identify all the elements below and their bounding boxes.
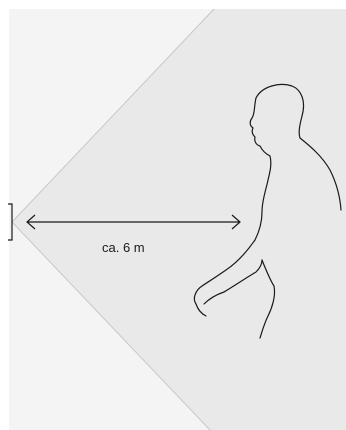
distance-arrow (26, 214, 241, 230)
detection-cone (12, 9, 346, 430)
cone-edge-top (11, 8, 215, 223)
sensor-device-icon (8, 203, 13, 241)
distance-label: ca. 6 m (102, 240, 145, 255)
distance-arrow-right-head (231, 214, 241, 230)
cone-edge-bottom (11, 221, 211, 430)
person-silhouette-icon (193, 83, 342, 339)
distance-arrow-left-head (26, 214, 36, 230)
